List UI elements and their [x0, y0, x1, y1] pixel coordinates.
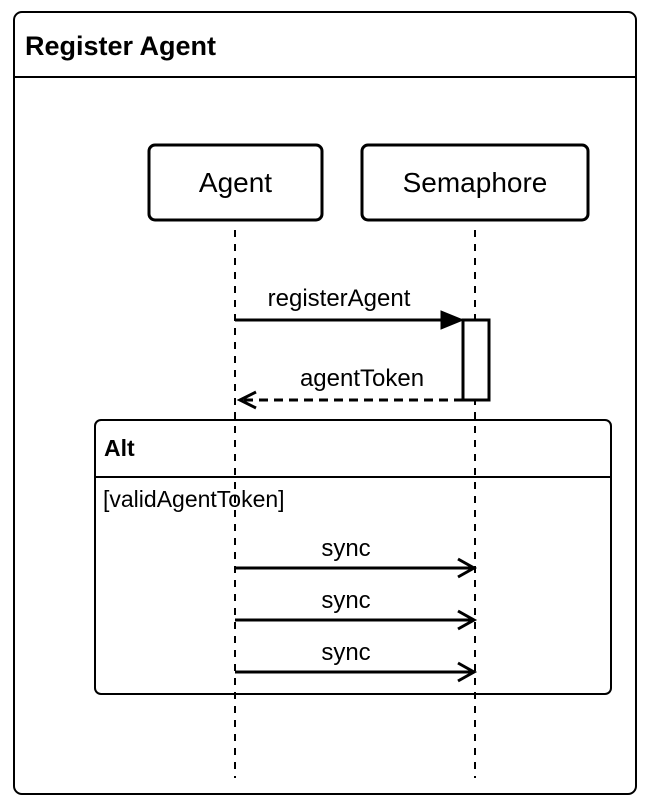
participant-agent: Agent: [147, 143, 324, 222]
open-arrowhead: [457, 609, 478, 631]
alt-fragment: Alt [validAgentToken]: [94, 419, 612, 695]
frame-title: Register Agent: [25, 31, 216, 61]
message-register-agent: registerAgent: [235, 285, 465, 330]
alt-fragment-title: Alt: [104, 435, 135, 461]
participant-agent-label: Agent: [199, 167, 272, 198]
open-arrowhead: [457, 661, 478, 683]
message-sync: sync: [235, 535, 478, 579]
open-arrowhead: [457, 557, 478, 579]
message-sync: sync: [235, 639, 478, 683]
outer-frame: Register Agent: [13, 11, 637, 795]
message-agent-token-label: agentToken: [300, 365, 424, 392]
message-sync-label: sync: [321, 535, 370, 562]
filled-arrowhead: [440, 310, 465, 330]
message-sync-label: sync: [321, 587, 370, 614]
participant-semaphore: Semaphore: [360, 143, 590, 222]
message-sync: sync: [235, 587, 478, 631]
message-register-agent-label: registerAgent: [268, 285, 411, 312]
alt-guard-condition: [validAgentToken]: [103, 486, 285, 512]
message-agent-token: agentToken: [236, 365, 463, 410]
activation-bar-semaphore: [461, 318, 491, 402]
message-sync-label: sync: [321, 639, 370, 666]
participant-semaphore-label: Semaphore: [403, 167, 548, 198]
open-arrowhead: [236, 390, 257, 410]
